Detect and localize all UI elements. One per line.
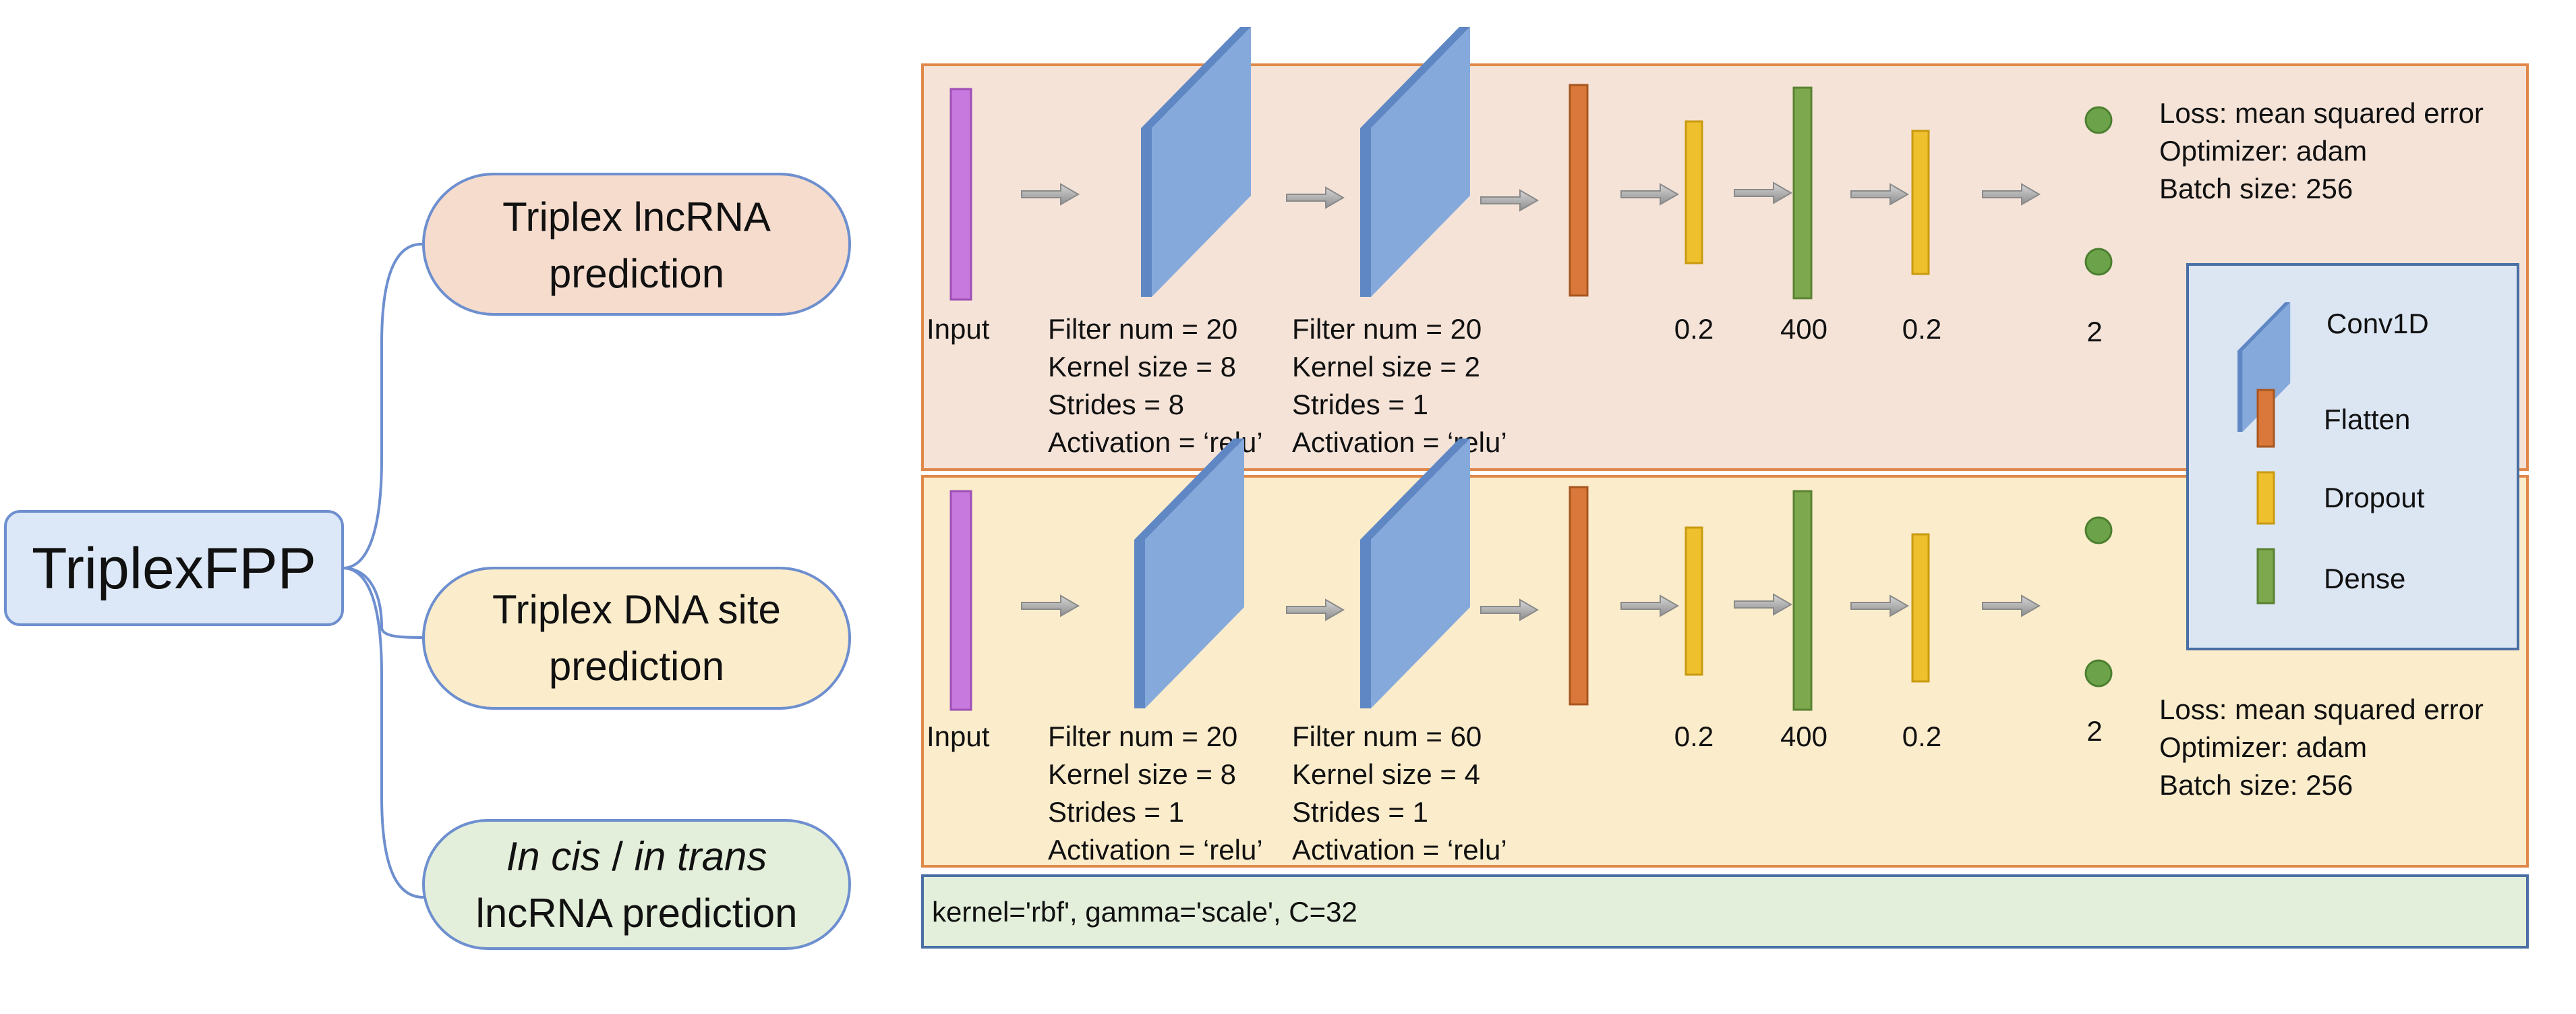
conv2-strides: Strides = 1 <box>1292 389 1428 420</box>
conv1d-legend-icon <box>2237 302 2291 432</box>
output-units: 2 <box>2086 316 2102 347</box>
conv2-kernel-size: Kernel size = 2 <box>1292 351 1480 383</box>
legend-dense-label: Dense <box>2324 563 2405 594</box>
dense-legend-swatch <box>2256 548 2275 604</box>
root-node[interactable]: TriplexFPP <box>4 510 344 626</box>
conv2-activation: Activation = ‘relu’ <box>1292 834 1507 866</box>
input-layer <box>949 88 972 301</box>
branch-label-line1: Triplex DNA site <box>492 587 781 632</box>
layer-legend: Conv1D Flatten Dropout Dense <box>2186 263 2519 650</box>
training-optimizer: Optimizer: adam <box>2159 731 2367 763</box>
conv2-strides: Strides = 1 <box>1292 796 1428 828</box>
branch-label-line1: Triplex lncRNA <box>502 194 771 240</box>
legend-conv1d-label: Conv1D <box>2326 308 2429 339</box>
input-layer <box>949 490 972 711</box>
conv2-filter-num: Filter num = 20 <box>1292 313 1482 345</box>
input-label: Input <box>927 721 990 752</box>
branch-connectors <box>342 242 424 899</box>
dropout2-rate: 0.2 <box>1902 313 1941 345</box>
connector-3 <box>342 567 424 899</box>
dropout-legend-swatch <box>2256 471 2275 525</box>
dropout2-rate: 0.2 <box>1902 721 1941 752</box>
dropout1-rate: 0.2 <box>1674 313 1714 345</box>
panel-svm-params: kernel='rbf', gamma='scale', C=32 <box>921 874 2529 949</box>
branch-label-line2: prediction <box>549 644 724 689</box>
dropout-layer <box>1685 120 1703 264</box>
output-node <box>2084 659 2113 687</box>
conv1-filter-num: Filter num = 20 <box>1048 313 1237 345</box>
flatten-legend-swatch <box>2256 389 2275 448</box>
connector-2 <box>342 567 424 639</box>
input-label: Input <box>927 313 990 345</box>
dropout-layer <box>1911 130 1930 275</box>
branch-label-line2: lncRNA prediction <box>476 891 798 936</box>
legend-flatten-label: Flatten <box>2324 403 2410 435</box>
dropout-layer <box>1911 533 1930 683</box>
dense-layer <box>1792 490 1813 711</box>
conv1-filter-num: Filter num = 20 <box>1048 721 1237 752</box>
slash-separator: / <box>601 834 635 879</box>
training-batch-size: Batch size: 256 <box>2159 173 2353 204</box>
cis-label: In cis <box>506 834 601 879</box>
dense-layer <box>1792 86 1813 300</box>
output-node <box>2084 248 2113 276</box>
branch-node-dna-site[interactable]: Triplex DNA site prediction <box>422 567 851 710</box>
conv2-activation: Activation = ‘relu’ <box>1292 426 1507 458</box>
conv1-strides: Strides = 1 <box>1048 796 1184 828</box>
dense-units: 400 <box>1780 313 1827 345</box>
conv1-strides: Strides = 8 <box>1048 389 1184 420</box>
conv1-kernel-size: Kernel size = 8 <box>1048 758 1236 790</box>
training-loss: Loss: mean squared error <box>2159 694 2484 725</box>
output-node <box>2084 106 2113 134</box>
training-optimizer: Optimizer: adam <box>2159 135 2367 167</box>
dropout1-rate: 0.2 <box>1674 721 1714 752</box>
training-loss: Loss: mean squared error <box>2159 97 2484 129</box>
trans-label: in trans <box>635 834 767 879</box>
dropout-layer <box>1685 526 1703 676</box>
conv1-kernel-size: Kernel size = 8 <box>1048 351 1236 383</box>
branch-node-cis-trans[interactable]: In cis / in trans lncRNA prediction <box>422 819 851 950</box>
branch-label-line1: In cis / in trans <box>506 834 767 879</box>
legend-dropout-label: Dropout <box>2324 482 2425 513</box>
branch-label-line2: prediction <box>549 251 724 296</box>
connector-1 <box>342 242 424 569</box>
flatten-layer <box>1569 84 1589 297</box>
root-label: TriplexFPP <box>32 536 316 601</box>
output-node <box>2084 516 2113 544</box>
output-units: 2 <box>2086 715 2102 747</box>
training-batch-size: Batch size: 256 <box>2159 769 2353 801</box>
branch-node-lncrna[interactable]: Triplex lncRNA prediction <box>422 173 851 316</box>
svm-params-text: kernel='rbf', gamma='scale', C=32 <box>932 896 1357 928</box>
dense-units: 400 <box>1780 721 1827 752</box>
flatten-layer <box>1569 486 1589 706</box>
conv2-kernel-size: Kernel size = 4 <box>1292 758 1480 790</box>
conv1-activation: Activation = ‘relu’ <box>1048 834 1263 866</box>
conv2-filter-num: Filter num = 60 <box>1292 721 1482 752</box>
